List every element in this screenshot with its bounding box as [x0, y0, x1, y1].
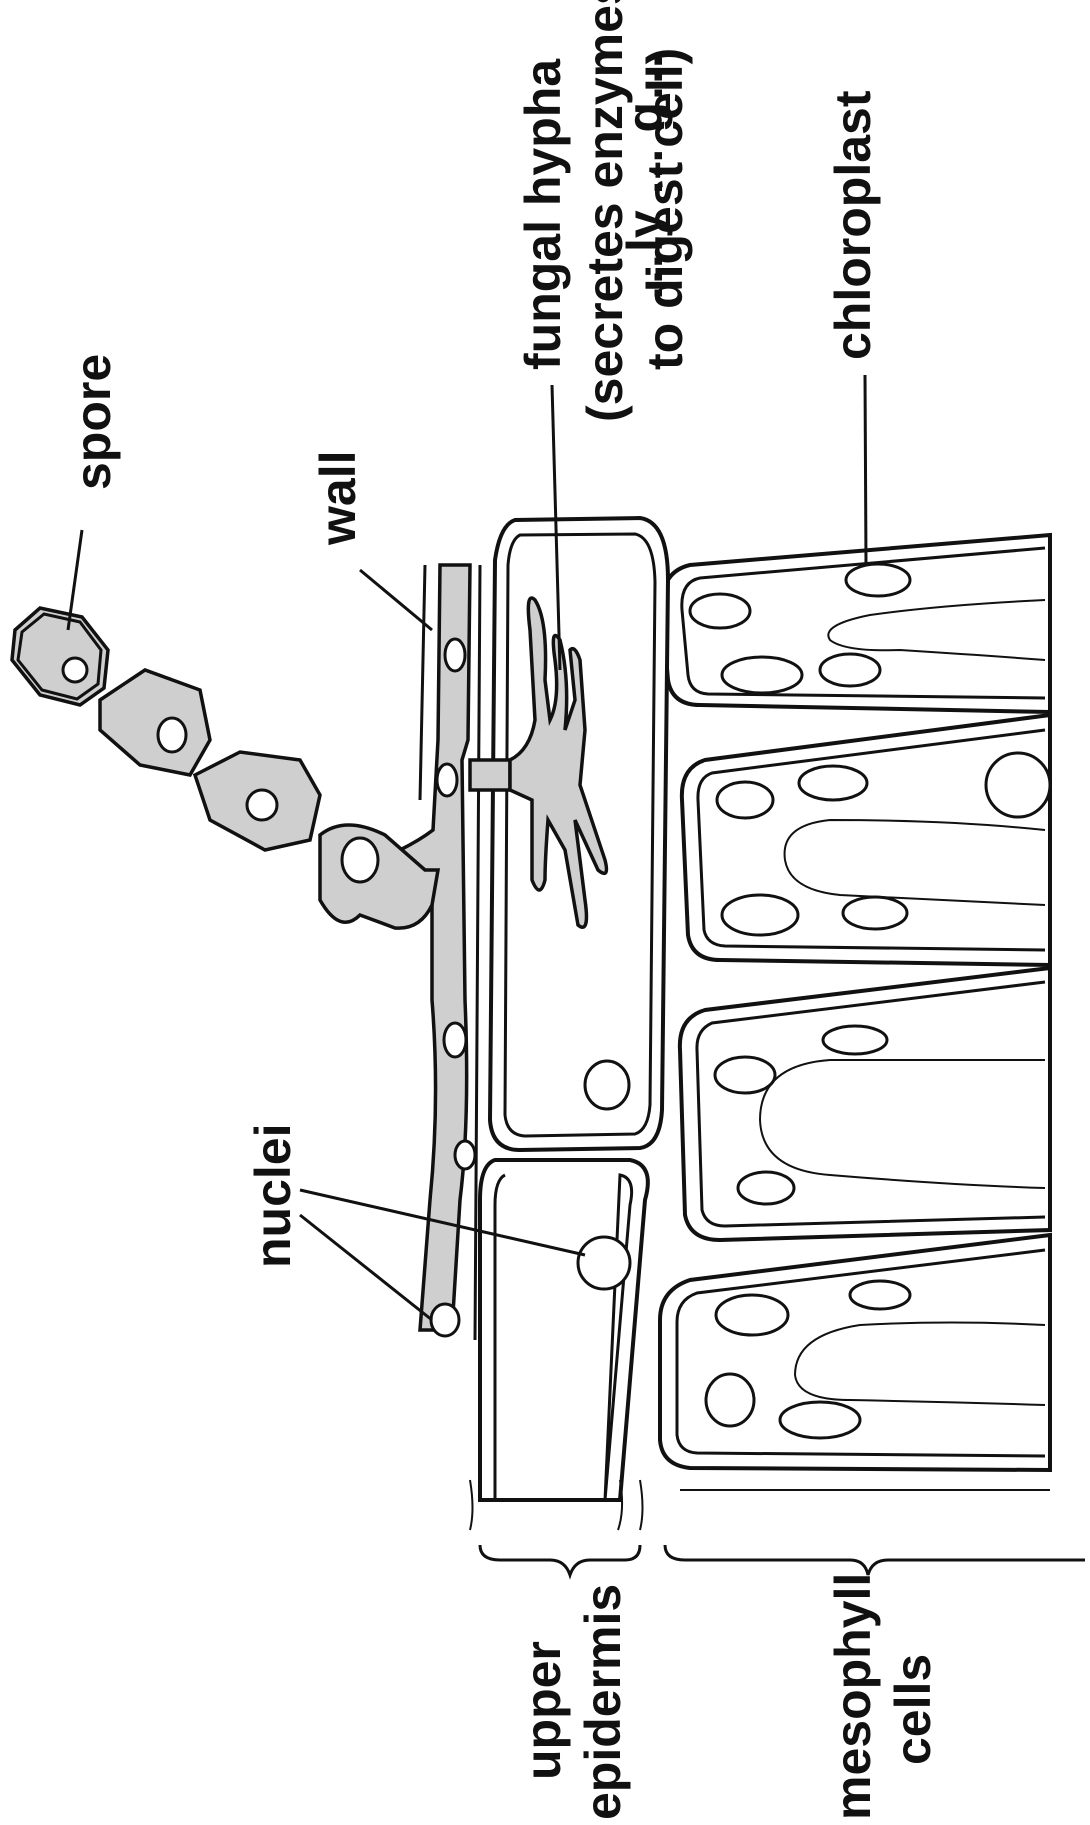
nuclei-label: nuclei	[245, 1124, 301, 1268]
upper-epidermis-label-line2: epidermis	[575, 1584, 631, 1820]
mesophyll-label-line1: mesophyll	[825, 1573, 881, 1820]
upper-epidermis-layer	[470, 518, 668, 1530]
wall-leader	[360, 570, 432, 630]
fungal-hypha-label-line2: (secretes enzymes	[577, 0, 633, 422]
mesophyll-cell	[660, 1235, 1050, 1470]
mesophyll-brace	[665, 1545, 1085, 1575]
braces	[480, 1545, 1085, 1575]
nuclei-leader-2	[300, 1215, 432, 1320]
mesophyll-label-line2: cells	[885, 1654, 941, 1765]
chloroplast	[846, 564, 910, 596]
fungal-hypha-label-line3: to digest cell)	[637, 48, 693, 370]
spore-chain	[12, 608, 438, 928]
mesophyll-cell	[680, 968, 1050, 1240]
spore	[12, 608, 108, 705]
epidermis-nucleus	[578, 1237, 630, 1289]
wall-label: wall	[310, 451, 366, 546]
fungal-hypha-label-line1: fungal hypha	[515, 58, 571, 370]
chloroplast-leader	[865, 375, 866, 565]
hypha-nucleus	[431, 1304, 459, 1336]
epidermis-cell-infected	[490, 518, 668, 1150]
upper-epidermis-brace	[480, 1545, 640, 1575]
epidermis-cell	[480, 1160, 648, 1500]
spore-label: spore	[65, 354, 121, 490]
chloroplast-label: chloroplast	[825, 90, 881, 360]
upper-epidermis-label-line1: upper	[515, 1641, 571, 1780]
